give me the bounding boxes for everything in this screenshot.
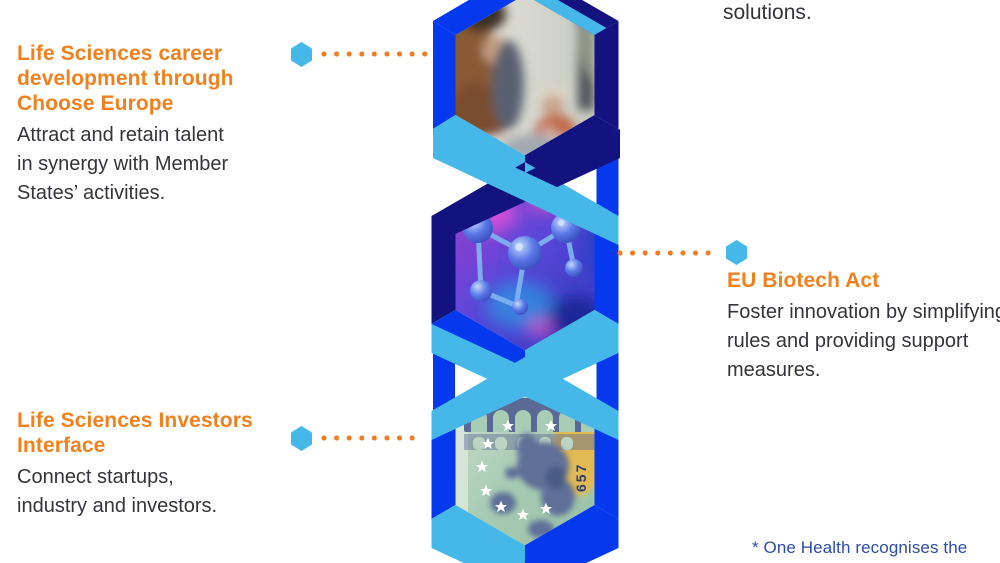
block-description: Foster innovation by simplifying rules a… xyxy=(727,301,1000,381)
helix-crossing-2 xyxy=(431,324,619,440)
dotted-connector xyxy=(321,435,422,441)
clipped-text-fragment: solutions. xyxy=(723,1,812,24)
one-health-footnote: * One Health recognises the xyxy=(752,538,968,557)
block-title: EU Biotech Act xyxy=(727,269,880,292)
hex-marker-icon xyxy=(291,426,312,451)
block-description: Connect startups, industry and investors… xyxy=(17,466,218,517)
hex-marker-icon xyxy=(726,240,747,265)
block-career-development: Life Sciences career development through… xyxy=(17,41,307,208)
helix-crossing-3 xyxy=(431,519,619,563)
banknote-serial: 657 xyxy=(573,463,589,492)
dotted-connector xyxy=(321,51,428,57)
block-title: Life Sciences career development through… xyxy=(17,42,234,115)
block-biotech-act: EU Biotech Act Foster innovation by simp… xyxy=(727,268,1000,385)
block-title: Life Sciences Investors Interface xyxy=(17,409,253,457)
block-description: Attract and retain talent in synergy wit… xyxy=(17,124,229,204)
hex-marker-icon xyxy=(291,42,312,67)
dotted-connector xyxy=(617,250,717,256)
helix-crossing-1 xyxy=(431,129,620,245)
block-investors-interface: Life Sciences Investors Interface Connec… xyxy=(17,408,317,521)
